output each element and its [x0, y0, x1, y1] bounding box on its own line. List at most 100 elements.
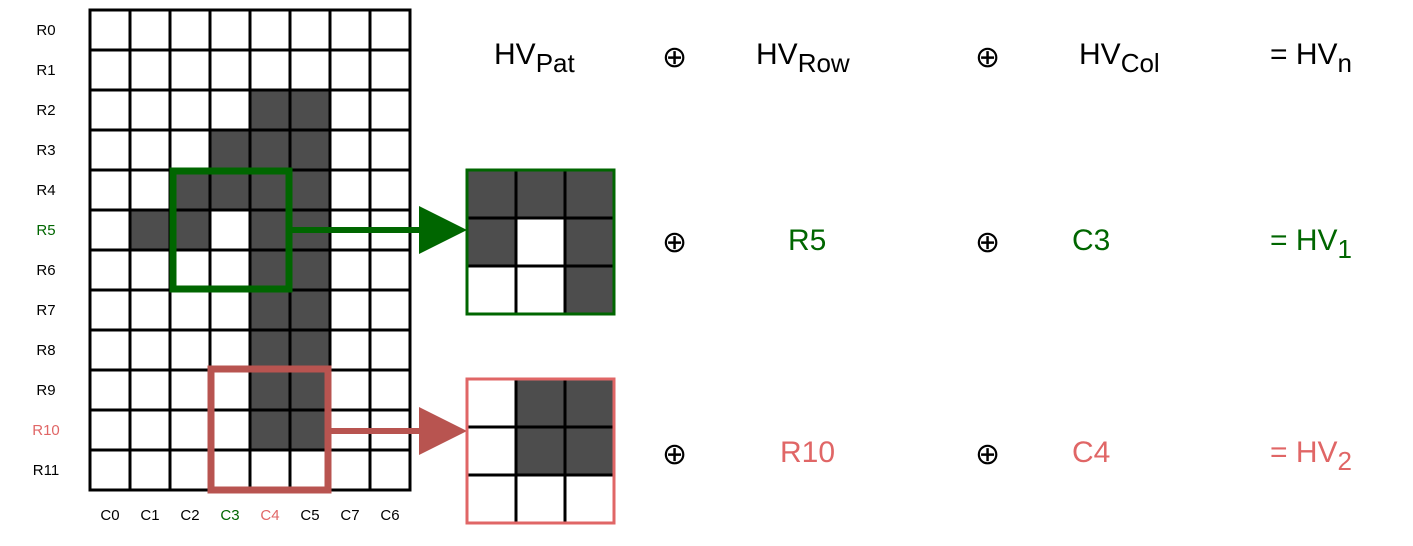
pattern-grid: [88, 8, 412, 492]
grid-cell: [248, 48, 292, 92]
grid-cell: [208, 408, 252, 452]
column-label: C6: [380, 507, 399, 524]
grid-cell: [208, 128, 252, 172]
hv-col-label: HVCol: [1079, 38, 1160, 78]
grid-cell: [88, 8, 132, 52]
grid-cell: [168, 448, 212, 492]
grid-cell: [168, 328, 212, 372]
grid-cell: [128, 328, 172, 372]
patch-border: [465, 168, 616, 316]
column-label: C2: [180, 507, 199, 524]
grid-cell: [248, 288, 292, 332]
row-value-r5: R5: [788, 224, 826, 257]
column-label: C4: [260, 507, 279, 524]
grid-cell: [88, 208, 132, 252]
xor-symbol: ⊕: [975, 438, 1000, 471]
row-label: R0: [36, 22, 55, 39]
column-label: C7: [340, 507, 359, 524]
grid-cell: [288, 168, 332, 212]
patch-cell: [563, 473, 616, 525]
row-label: R9: [36, 382, 55, 399]
column-label: C5: [300, 507, 319, 524]
grid-cell: [248, 448, 292, 492]
grid-cell: [248, 8, 292, 52]
row-label: R3: [36, 142, 55, 159]
grid-cell: [208, 48, 252, 92]
grid-cell: [248, 168, 292, 212]
grid-cell: [368, 328, 412, 372]
xor-symbol: ⊕: [662, 41, 687, 74]
grid-cell: [248, 368, 292, 412]
grid-cell: [288, 88, 332, 132]
xor-symbol: ⊕: [975, 41, 1000, 74]
grid-cell: [328, 288, 372, 332]
grid-cell: [128, 408, 172, 452]
grid-cell: [288, 8, 332, 52]
grid-cell: [368, 448, 412, 492]
grid-cell: [88, 48, 132, 92]
xor-symbol: ⊕: [662, 438, 687, 471]
grid-cell: [288, 288, 332, 332]
grid-cell: [88, 288, 132, 332]
patch-cell: [514, 216, 567, 268]
grid-cell: [128, 248, 172, 292]
grid-cell: [168, 8, 212, 52]
grid-cell: [128, 288, 172, 332]
grid-cell: [128, 208, 172, 252]
patch-cell: [465, 168, 518, 220]
patch-cell: [514, 473, 567, 525]
grid-cell: [168, 408, 212, 452]
grid-cell: [208, 168, 252, 212]
col-value-c3: C3: [1072, 224, 1110, 257]
grid-cell: [168, 48, 212, 92]
grid-cell: [328, 328, 372, 372]
patch-cell: [514, 264, 567, 316]
green-patch-zoom: [465, 168, 616, 316]
red-patch-zoom: [465, 377, 616, 525]
grid-cell: [328, 88, 372, 132]
grid-cell: [288, 128, 332, 172]
grid-cell: [168, 128, 212, 172]
grid-cell: [88, 248, 132, 292]
grid-cell: [368, 368, 412, 412]
grid-cell: [248, 208, 292, 252]
grid-cell: [88, 368, 132, 412]
row-label: R4: [36, 182, 55, 199]
row-label: R6: [36, 262, 55, 279]
patch-cell: [563, 168, 616, 220]
patch-cell: [465, 473, 518, 525]
grid-cell: [328, 448, 372, 492]
grid-cell: [128, 88, 172, 132]
xor-symbol: ⊕: [975, 226, 1000, 259]
patch-cell: [465, 216, 518, 268]
grid-cell: [88, 408, 132, 452]
grid-cell: [208, 368, 252, 412]
patch-cell: [563, 425, 616, 477]
grid-cell: [328, 168, 372, 212]
grid-cell: [208, 8, 252, 52]
grid-cell: [368, 128, 412, 172]
grid-cell: [328, 128, 372, 172]
row-label: R1: [36, 62, 55, 79]
patch-cell: [563, 264, 616, 316]
grid-cell: [288, 448, 332, 492]
grid-cell: [168, 368, 212, 412]
grid-cell: [288, 248, 332, 292]
row-label: R11: [33, 462, 59, 479]
grid-cell: [208, 448, 252, 492]
grid-cell: [128, 168, 172, 212]
grid-cell: [168, 88, 212, 132]
grid-cell: [368, 8, 412, 52]
patch-cell: [563, 216, 616, 268]
grid-cell: [88, 128, 132, 172]
grid-cell: [128, 128, 172, 172]
grid-cell: [288, 328, 332, 372]
grid-cell: [128, 48, 172, 92]
grid-cell: [88, 168, 132, 212]
grid-cell: [128, 448, 172, 492]
row-label: R7: [36, 302, 55, 319]
grid-cell: [88, 328, 132, 372]
grid-cell: [248, 248, 292, 292]
